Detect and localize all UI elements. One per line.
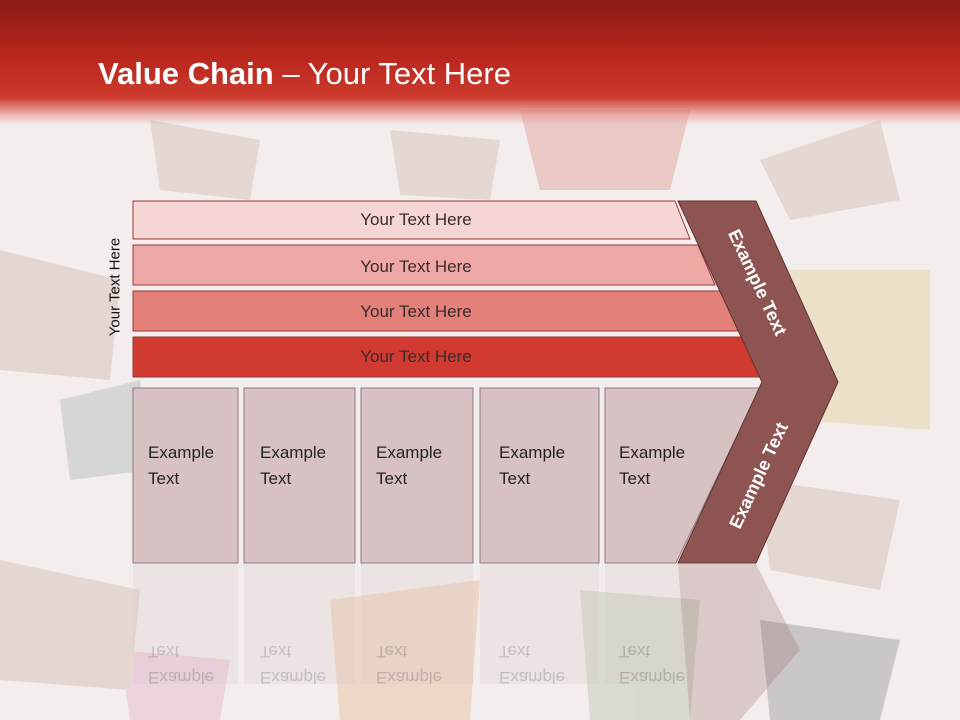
svg-text:Text: Text bbox=[619, 642, 650, 661]
diagram-reflection: Example Text Example Text Example Text Exam… bbox=[133, 564, 800, 720]
svg-text:Example: Example bbox=[499, 668, 565, 687]
box-4: Example Text bbox=[479, 387, 600, 564]
box-2-line2: Text bbox=[260, 469, 291, 488]
bar-1: Your Text Here bbox=[132, 200, 691, 240]
bar-2: Your Text Here bbox=[132, 244, 716, 286]
box-4-line1: Example bbox=[499, 443, 565, 462]
box-1-line1: Example bbox=[148, 443, 214, 462]
box-4-line2: Text bbox=[499, 469, 530, 488]
box-3: Example Text bbox=[360, 387, 474, 564]
box-3-line2: Text bbox=[376, 469, 407, 488]
bar-1-label: Your Text Here bbox=[360, 210, 472, 229]
svg-text:Example: Example bbox=[260, 668, 326, 687]
title-rest: – Your Text Here bbox=[273, 56, 511, 91]
svg-text:Text: Text bbox=[376, 642, 407, 661]
box-1-line2: Text bbox=[148, 469, 179, 488]
box-3-line1: Example bbox=[376, 443, 442, 462]
svg-text:Example: Example bbox=[619, 668, 685, 687]
value-arrow: Example Text Example Text bbox=[677, 200, 839, 564]
svg-text:Text: Text bbox=[148, 642, 179, 661]
svg-text:Example: Example bbox=[148, 668, 214, 687]
svg-text:Text: Text bbox=[499, 642, 530, 661]
title-banner bbox=[0, 0, 960, 125]
box-5-line2: Text bbox=[619, 469, 650, 488]
box-1: Example Text bbox=[132, 387, 239, 564]
box-5-line1: Example bbox=[619, 443, 685, 462]
box-2-line1: Example bbox=[260, 443, 326, 462]
title-bold: Value Chain bbox=[98, 56, 274, 91]
page-title: Value Chain – Your Text Here bbox=[98, 55, 511, 93]
bar-4: Your Text Here bbox=[132, 336, 764, 378]
box-5: Example Text bbox=[604, 387, 761, 564]
bar-3-label: Your Text Here bbox=[360, 302, 472, 321]
svg-text:Text: Text bbox=[260, 642, 291, 661]
bar-4-label: Your Text Here bbox=[360, 347, 472, 366]
box-2: Example Text bbox=[243, 387, 356, 564]
bar-2-label: Your Text Here bbox=[360, 257, 472, 276]
bar-3: Your Text Here bbox=[132, 290, 740, 332]
svg-text:Example: Example bbox=[376, 668, 442, 687]
